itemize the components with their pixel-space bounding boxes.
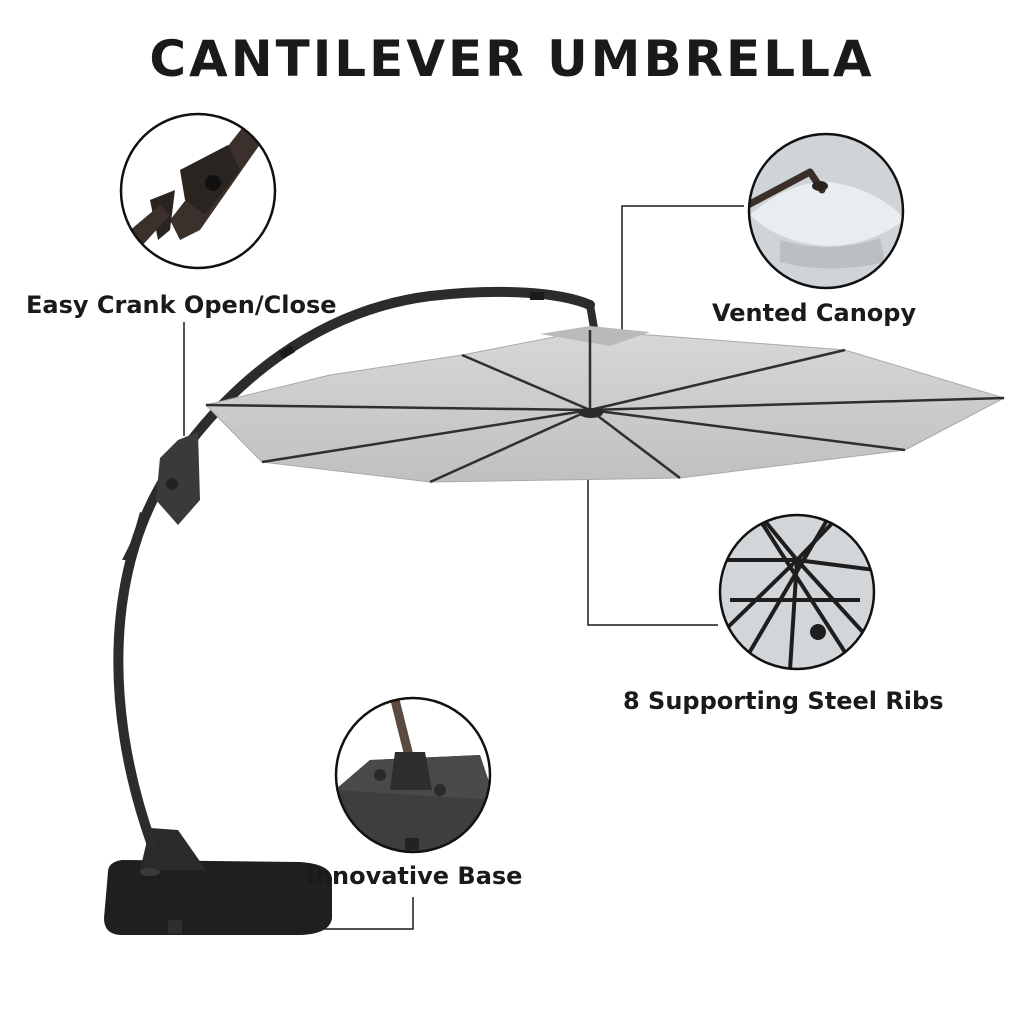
- curved-pole: [113, 286, 595, 850]
- base-detail-image: [334, 696, 492, 854]
- ribs-leader-line: [587, 445, 718, 626]
- weighted-base: [104, 828, 332, 935]
- ribs-detail-image: [718, 513, 876, 671]
- base-feature-label: Innovative Base: [306, 862, 523, 890]
- canopy: [205, 326, 1006, 484]
- canopy-leader-line: [621, 205, 744, 348]
- base-leader-line: [316, 897, 414, 930]
- page-title: CANTILEVER UMBRELLA: [149, 30, 875, 88]
- crank-detail-image: [119, 112, 277, 270]
- canopy-detail-image: [747, 132, 905, 290]
- canopy-feature-label: Vented Canopy: [712, 299, 917, 327]
- callout-lines: [183, 205, 744, 930]
- crank-housing: [122, 432, 200, 560]
- ribs-feature-label: 8 Supporting Steel Ribs: [623, 687, 944, 715]
- crank-feature-label: Easy Crank Open/Close: [26, 291, 337, 319]
